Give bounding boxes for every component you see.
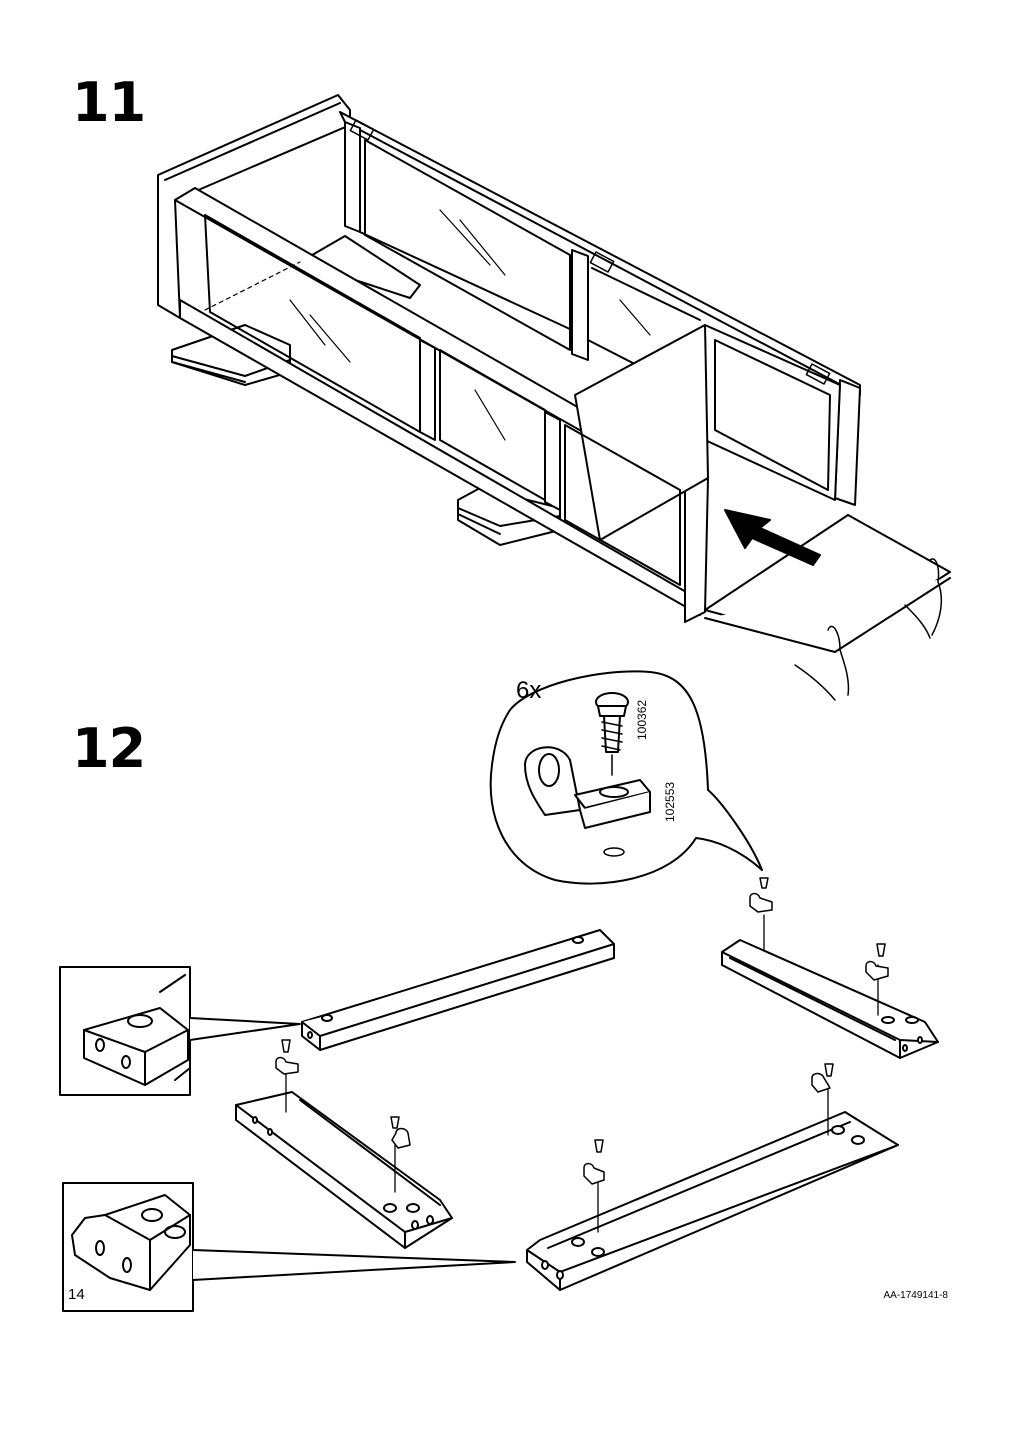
bracket-part-number: 102553 (663, 782, 677, 822)
glass-panels (204, 139, 831, 586)
bracket-icon (524, 746, 651, 829)
quantity-label: 6x (516, 677, 541, 704)
document-id: AA-1749141-8 (883, 1290, 949, 1301)
step-12-number: 12 (72, 717, 146, 780)
back-panel (704, 514, 951, 653)
screw-part-number: 100362 (635, 700, 649, 740)
zoom-detail-box-bottom (62, 1182, 516, 1312)
hardware-detail-callout (489, 670, 763, 885)
insert-arrow-icon (724, 509, 821, 566)
bracket-screw-pair-4 (583, 1063, 834, 1185)
step-11-cabinet-drawing (157, 94, 951, 701)
hinge-icons (349, 119, 831, 385)
zoom-detail-box-top (59, 966, 301, 1096)
base-rail-right-top (721, 914, 939, 1059)
base-rail-left-bottom (235, 1069, 453, 1249)
hand-icons (794, 558, 943, 701)
page-number: 14 (68, 1286, 85, 1303)
bracket-screw-pair-1 (749, 877, 773, 913)
step-11-number: 11 (72, 71, 146, 134)
base-rail-right-bottom (526, 1089, 899, 1291)
bracket-screw-pair-2 (865, 943, 889, 981)
screw-icon (595, 692, 629, 776)
base-rail-plain (301, 929, 615, 1051)
bracket-screw-pair-3 (275, 1039, 411, 1149)
